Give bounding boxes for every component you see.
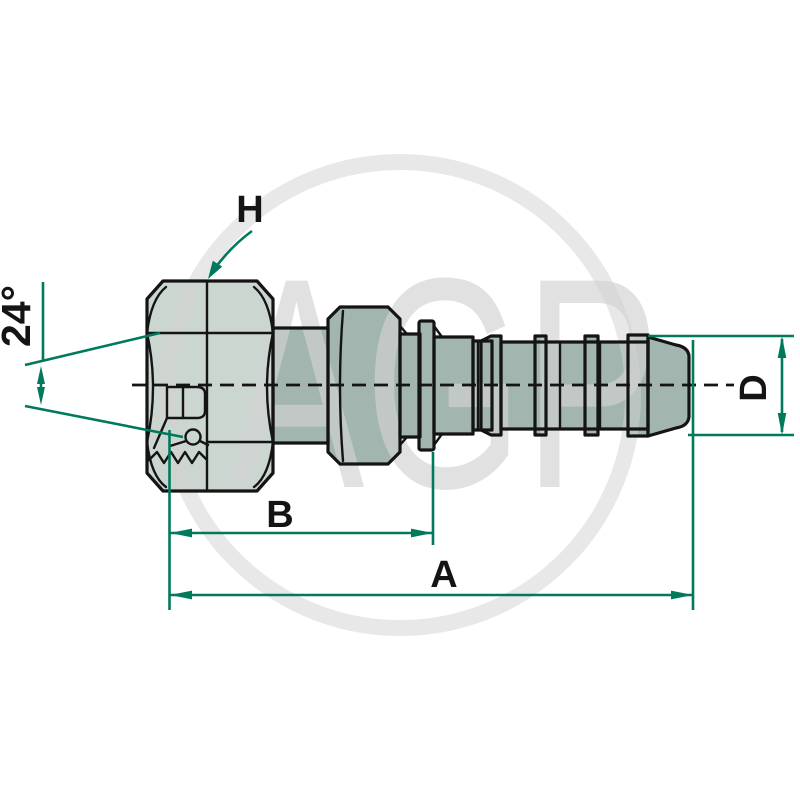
label-diameter-d: D xyxy=(733,374,775,401)
watermark-text: AGP xyxy=(228,215,660,551)
dimension-hex-leader xyxy=(208,229,253,279)
dimension-a xyxy=(170,340,695,610)
dimension-labels: H 24° B A D xyxy=(0,189,775,596)
dimension-annotations xyxy=(24,229,794,610)
label-cone-angle: 24° xyxy=(0,285,39,347)
thread-zigzag xyxy=(147,450,208,465)
dimension-cone-angle xyxy=(24,282,184,439)
dimension-d xyxy=(648,334,794,437)
label-hex-size: H xyxy=(236,189,263,231)
label-length-a: A xyxy=(430,554,457,596)
label-length-b: B xyxy=(266,494,293,536)
watermark: AGP xyxy=(159,154,660,636)
dimension-b xyxy=(168,430,435,610)
o-ring-icon xyxy=(184,428,202,446)
